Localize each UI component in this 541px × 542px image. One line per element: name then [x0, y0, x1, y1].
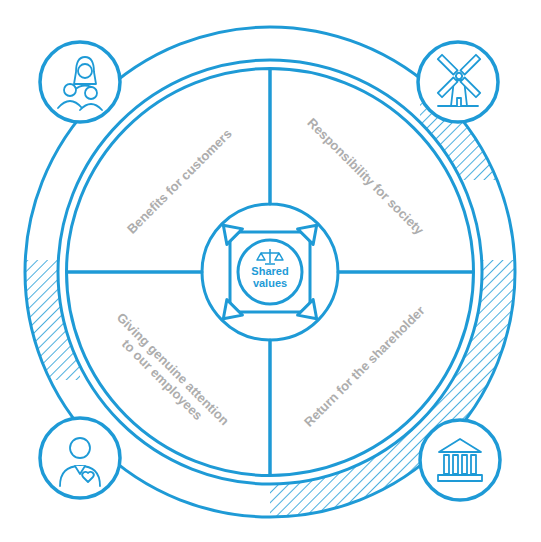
person-body	[60, 466, 100, 486]
value-quadrant: Responsibility for society	[270, 67, 475, 272]
arrow-head	[216, 300, 243, 327]
quadrant-shape	[270, 67, 475, 272]
person-head	[70, 438, 90, 458]
customers-icon	[40, 42, 120, 122]
value-quadrant: Return for the shareholder	[270, 272, 475, 477]
value-quadrant: Benefits for customers	[65, 67, 270, 272]
value-quadrant: Giving genuine attention to our employee…	[65, 272, 270, 477]
quadrant-outline	[270, 272, 474, 476]
quadrant-label: Return for the shareholder	[302, 304, 429, 431]
bank-column	[462, 455, 467, 474]
bank-column	[453, 455, 458, 474]
sail	[438, 55, 458, 75]
windmill-door	[457, 98, 461, 106]
heart-symbol	[82, 472, 93, 482]
icon-circle	[40, 42, 120, 122]
center-frame	[230, 232, 310, 312]
quadrant-label: Giving genuine attention to our employee…	[100, 307, 235, 442]
icon-circle	[420, 420, 500, 500]
quadrant-label: Responsibility for society	[304, 115, 426, 237]
center-label: Shared values	[245, 265, 295, 289]
shareholder-icon	[420, 420, 500, 500]
arrow-head	[298, 300, 325, 327]
quadrant-shape	[65, 67, 270, 272]
quadrant-outline	[67, 69, 271, 273]
person-head	[85, 87, 97, 99]
sail	[438, 77, 458, 97]
scales-pan	[257, 253, 283, 260]
icon-circle	[40, 418, 120, 498]
center-circle: Shared values	[236, 238, 304, 306]
hatch-area	[270, 260, 541, 542]
society-icon	[418, 38, 498, 122]
scales-icon	[257, 249, 283, 264]
person-body	[58, 101, 82, 108]
person-body	[80, 104, 102, 110]
person-head	[78, 64, 92, 78]
center-arrows	[216, 218, 325, 327]
icon-circle	[418, 42, 498, 122]
inner-ring	[58, 60, 482, 484]
center-ground	[238, 240, 302, 304]
bank-base	[438, 475, 482, 481]
windmill-sails	[421, 38, 497, 114]
quadrant-label: Benefits for customers	[125, 127, 236, 238]
bank-column	[444, 455, 449, 474]
employees-icon	[40, 418, 120, 498]
person-head	[64, 84, 76, 96]
center-outline	[238, 240, 302, 304]
arrow-head	[298, 218, 325, 245]
ring-hatching	[20, 100, 541, 542]
bank-column	[471, 455, 476, 474]
person-hair	[74, 57, 96, 84]
outer-ring	[25, 27, 515, 517]
sail	[460, 77, 480, 97]
arrow-head	[216, 218, 243, 245]
sail-hub	[455, 72, 463, 80]
quadrant-outline	[270, 69, 474, 273]
quadrant-shape	[270, 272, 475, 477]
sail	[460, 55, 480, 75]
bank-roof	[439, 439, 481, 452]
quadrant-outline	[67, 272, 271, 476]
